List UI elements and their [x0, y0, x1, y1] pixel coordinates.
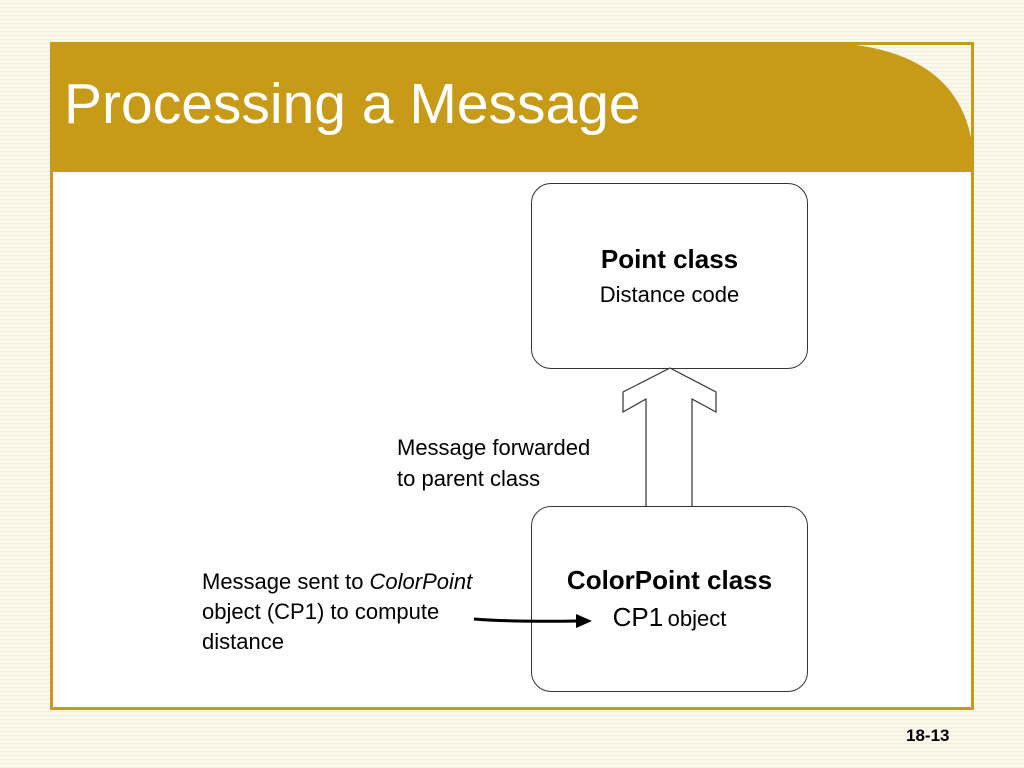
- message-arrow: [473, 614, 592, 628]
- cp1-label: CP1: [612, 602, 664, 632]
- content-area: [53, 172, 971, 707]
- forward-label-line2: to parent class: [397, 466, 541, 491]
- point-class-heading: Point class: [600, 244, 739, 274]
- slide-border: [50, 42, 974, 710]
- forward-label-line1: Message forwarded: [397, 435, 591, 460]
- cp1-object-label: CP1 object: [532, 602, 807, 633]
- forward-label: Message forwarded to parent class: [397, 432, 590, 494]
- sent-label-line2: object (CP1) to compute: [202, 599, 440, 624]
- colorpoint-italic: ColorPoint: [369, 569, 473, 594]
- title-banner: [50, 42, 974, 172]
- inheritance-arrow: [622, 367, 717, 508]
- sent-label-line1: Message sent to ColorPoint: [202, 569, 473, 594]
- colorpoint-class-heading: ColorPoint class: [566, 565, 773, 595]
- distance-code-label: Distance code: [599, 282, 740, 307]
- message-sent-label: Message sent to ColorPoint object (CP1) …: [202, 567, 472, 657]
- slide-frame: [50, 42, 974, 710]
- page-number: 18-13: [906, 726, 950, 745]
- sent-label-line3: distance: [202, 629, 284, 654]
- colorpoint-class-box: ColorPoint class CP1 object: [531, 506, 808, 692]
- point-class-box: Point class Distance code: [531, 183, 808, 369]
- slide-title: Processing a Message: [64, 72, 641, 136]
- slide-card: [50, 42, 974, 710]
- object-label: object: [667, 606, 727, 631]
